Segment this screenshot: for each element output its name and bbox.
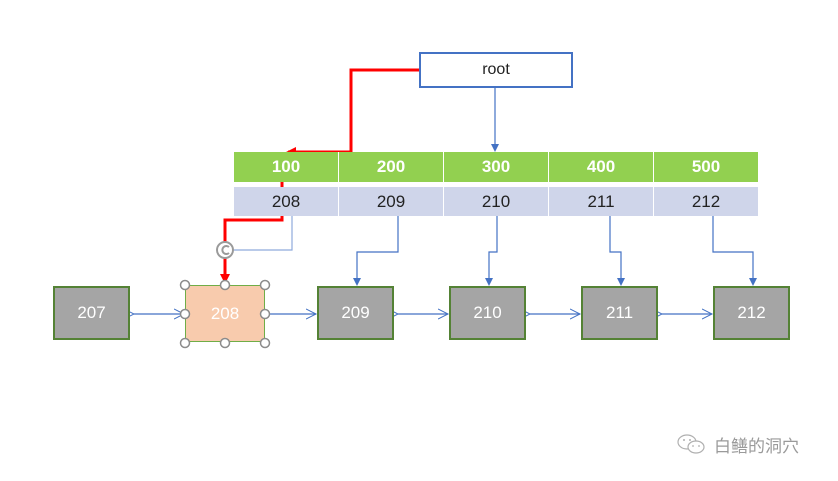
index-pointer-cell: 208 — [234, 187, 339, 216]
root-node: root — [419, 52, 573, 88]
index-pointer-cell: 212 — [654, 187, 758, 216]
index-key-cell: 100 — [234, 152, 339, 182]
pointer-connector-211 — [609, 216, 625, 286]
pointer-connector-210 — [485, 216, 498, 286]
index-pointer-cell: 209 — [339, 187, 444, 216]
watermark-text: 白鳝的洞穴 — [714, 437, 799, 456]
index-pointer-cell: 210 — [444, 187, 549, 216]
index-pointer-cell: 211 — [549, 187, 654, 216]
leaf-node-208-selected[interactable]: 208 — [185, 285, 265, 342]
pointer-connector-209 — [353, 216, 399, 286]
root-label: root — [482, 61, 510, 78]
search-path-root-to-100 — [286, 68, 419, 157]
leaf-label: 207 — [77, 303, 106, 322]
rotate-handle-icon[interactable] — [216, 241, 234, 259]
leaf-label: 211 — [605, 303, 634, 322]
pointer-connector-208 — [232, 216, 293, 251]
index-key-row: 100 200 300 400 500 — [234, 152, 758, 182]
index-key-cell: 500 — [654, 152, 758, 182]
leaf-node-211: 211 — [581, 286, 658, 340]
watermark: 白鳝的洞穴 — [676, 432, 799, 457]
leaf-node-209: 209 — [317, 286, 394, 340]
index-key-cell: 400 — [549, 152, 654, 182]
leaf-label: 212 — [737, 303, 766, 322]
index-pointer-row: 208 209 210 211 212 — [234, 187, 758, 216]
leaf-label: 209 — [341, 303, 370, 322]
index-key-cell: 200 — [339, 152, 444, 182]
index-key-cell: 300 — [444, 152, 549, 182]
leaf-node-212: 212 — [713, 286, 790, 340]
pointer-connector-212 — [712, 216, 757, 286]
leaf-label: 208 — [210, 303, 240, 323]
leaf-label: 210 — [473, 303, 502, 322]
leaf-node-210: 210 — [449, 286, 526, 340]
wechat-icon — [677, 433, 705, 454]
leaf-node-207: 207 — [53, 286, 130, 340]
